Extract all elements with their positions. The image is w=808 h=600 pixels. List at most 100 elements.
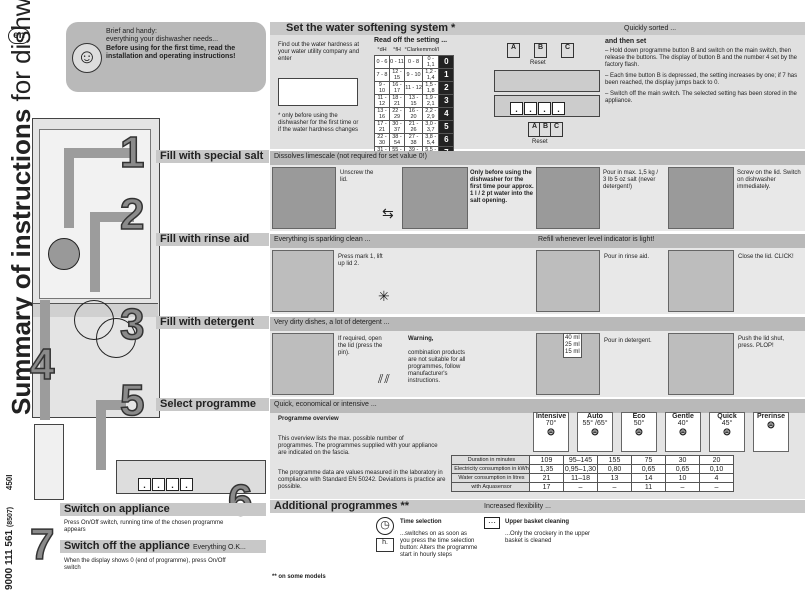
programme-value: 0,95–1,30 (563, 464, 598, 474)
additional-title: Additional programmes ** (270, 500, 480, 513)
programme-value: 14 (631, 473, 666, 483)
programme-temp: 70° (545, 420, 557, 427)
water-table-title: Read off the setting ... (374, 37, 448, 44)
swap-icon: ⇆ (382, 205, 394, 221)
smiley-icon: ☺ (72, 43, 102, 73)
flow-arrow (40, 300, 50, 420)
step-number-3: 3 (119, 299, 145, 350)
programme-value: 0,80 (597, 464, 632, 474)
flow-arrow (96, 400, 126, 410)
det-text-3: Push the lid shut, press. PLOP! (738, 336, 785, 349)
flow-arrow (90, 212, 134, 222)
programme-name: Eco (632, 413, 646, 420)
hardness-cell: 1,2 - 1,4 (422, 67, 440, 82)
programme-value: 0,10 (699, 464, 734, 474)
step-number-5: 5 (119, 375, 145, 426)
flow-arrow (90, 212, 100, 292)
setting-value: 6 (438, 132, 455, 147)
quick-sorted-title: Quickly sorted ... (600, 22, 805, 35)
additional-note: ** on some models (272, 574, 326, 580)
switch-off-text: When the display shows 0 (end of program… (64, 558, 226, 571)
water-title: Set the water softening system * (270, 22, 600, 35)
programme-value: 20 (699, 455, 734, 465)
hardness-cell: 27 - 38 (403, 132, 424, 147)
water-find-text: Find out the water hardness at your wate… (278, 42, 360, 62)
setting-value: 4 (438, 106, 455, 121)
programme-value: 21 (529, 473, 564, 483)
rinse-text-2: Pour in rinse aid. (604, 254, 650, 260)
hardness-cell: 11 - 12 (403, 80, 424, 95)
salt-text-2: Only before using the dishwasher for the… (470, 170, 534, 204)
programme-name: Intensive (535, 413, 567, 420)
hardness-cell: 17 - 21 (374, 119, 390, 134)
step5-title: Select programme (156, 398, 269, 411)
rinse-photo-1 (272, 250, 334, 312)
salt-photo-1 (272, 167, 336, 229)
lang-badge: en (8, 28, 30, 44)
key-c[interactable]: C (561, 43, 574, 58)
hardness-cell: 22 - 30 (374, 132, 390, 147)
step-number-6: 6 (227, 475, 253, 526)
step-number-4: 4 (29, 339, 55, 390)
dishes-icon: ⊜ (546, 427, 556, 438)
time-selection-text: ...switches on as soon as you press the … (400, 531, 478, 558)
key-a[interactable]: A (507, 43, 520, 58)
intro-text: Brief and handy: everything your dishwas… (106, 28, 236, 60)
display-panel (494, 70, 600, 92)
programme-prerinse[interactable]: Prerinse⊜ (753, 412, 789, 452)
programme-value: – (665, 482, 700, 492)
programme-value: 11–18 (563, 473, 598, 483)
step2-title: Fill with rinse aid (156, 233, 269, 246)
programme-value: – (699, 482, 734, 492)
salt-photo-3 (536, 167, 600, 229)
water-input-box (278, 78, 358, 106)
hardness-cell: 0 - 8 (403, 54, 424, 69)
det-warning-title: Warning, (408, 336, 434, 342)
setting-value: 5 (438, 119, 455, 134)
hardness-cell: 7 - 8 (374, 67, 390, 82)
hardness-cell: 9 - 10 (374, 80, 390, 95)
salt-photo-2 (402, 167, 468, 229)
key-b[interactable]: B (534, 43, 547, 58)
hardness-cell: 18 - 21 (389, 93, 405, 108)
detergent-box-illustration (34, 424, 64, 500)
hardness-cell: 3,0 - 3,7 (422, 119, 440, 134)
programme-value: – (597, 482, 632, 492)
salt-photo-4 (668, 167, 734, 229)
programme-row-label: Electricity consumption in kWh (451, 464, 530, 474)
upper-basket-title: Upper basket cleaning (505, 519, 570, 525)
step-number-1: 1 (119, 127, 145, 178)
programme-band: Quick, economical or intensive ... (270, 399, 805, 413)
step-number-7: 7 (29, 519, 55, 570)
setting-value: 3 (438, 93, 455, 108)
det-photo-3 (668, 333, 734, 395)
display-panel-2: .... (494, 95, 600, 117)
dishes-icon: ⊜ (634, 427, 644, 438)
hardness-cell: 11 - 12 (374, 93, 390, 108)
hardness-cell: 13 - 16 (374, 106, 390, 121)
control-fascia: .... (116, 460, 266, 494)
programme-name: Gentle (672, 413, 694, 420)
key-c-2[interactable]: C (550, 122, 563, 137)
det-text-2: Pour in detergent. (604, 338, 652, 344)
detergent-band: Very dirty dishes, a lot of detergent ..… (270, 317, 805, 331)
dishes-icon: ⊜ (678, 427, 688, 438)
hardness-cell: 3,8 - 5,4 (422, 132, 440, 147)
time-button[interactable]: h. (376, 538, 394, 552)
programme-temp: 50° (633, 420, 645, 427)
hardness-cell: 1,9 - 2,1 (422, 93, 440, 108)
